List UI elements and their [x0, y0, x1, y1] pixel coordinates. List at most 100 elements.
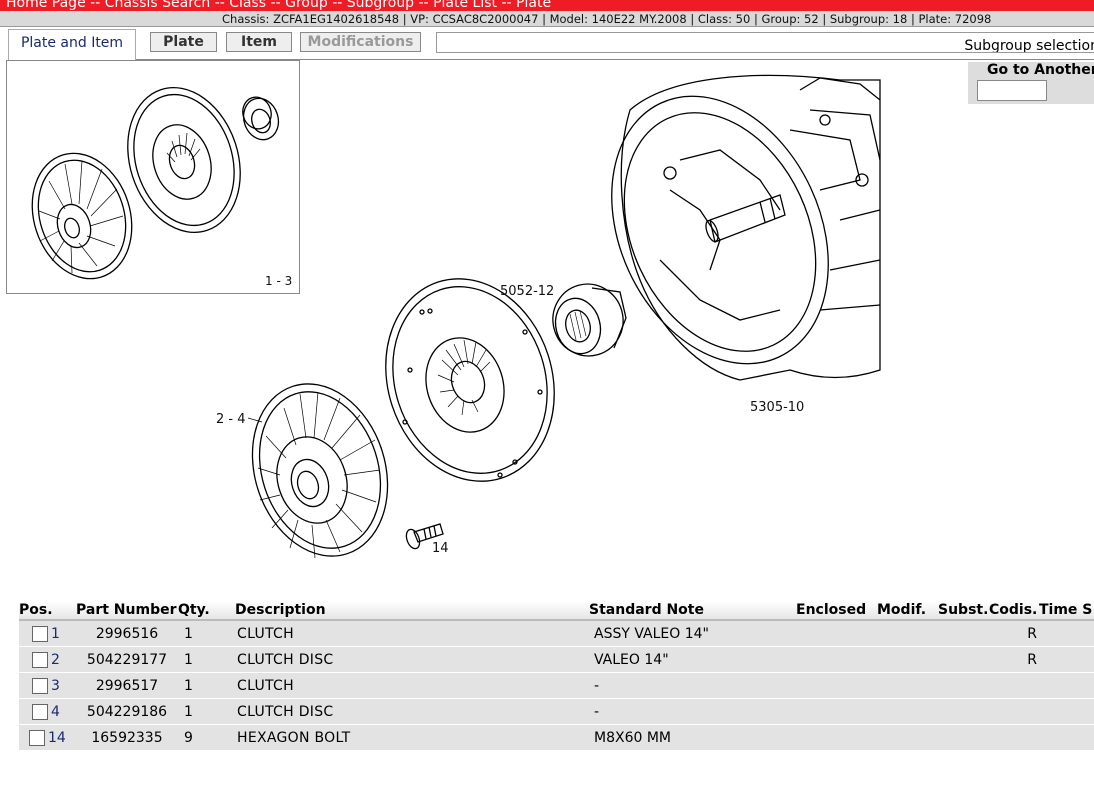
callout-5052-12: 5052-12 [500, 284, 554, 299]
row-pos[interactable]: 2 [51, 651, 60, 668]
row-enclosed [796, 619, 877, 647]
breadcrumb-class[interactable]: Class [229, 0, 267, 11]
row-modif [877, 619, 938, 647]
row-pos[interactable]: 14 [48, 729, 66, 746]
vehicle-info-text: Chassis: ZCFA1EG1402618548 | VP: CCSAC8C… [222, 12, 992, 26]
breadcrumb-home[interactable]: Home Page [6, 0, 86, 11]
header-subst: Subst. [938, 601, 989, 621]
row-subst [938, 724, 989, 750]
header-description: Description [227, 601, 589, 621]
row-standard-note: - [589, 672, 796, 699]
row-subst [938, 698, 989, 725]
go-to-another-panel: Go to Another [968, 62, 1094, 104]
modifications-button[interactable]: Modifications [300, 32, 421, 52]
row-qty: 1 [178, 619, 227, 647]
plate-button[interactable]: Plate [150, 32, 217, 52]
row-time [1039, 646, 1094, 673]
callout-14: 14 [432, 541, 449, 556]
row-subst [938, 646, 989, 673]
header-codis: Codis. [989, 601, 1039, 621]
header-enclosed: Enclosed [796, 601, 877, 621]
parts-table-header: Pos. Part Number Qty. Description Standa… [19, 601, 1094, 621]
tab-plate-and-item[interactable]: Plate and Item [8, 29, 136, 60]
breadcrumb-chassis-search[interactable]: Chassis Search [104, 0, 211, 11]
breadcrumb-subgroup[interactable]: Subgroup [346, 0, 415, 11]
table-row[interactable]: 14 16592335 9 HEXAGON BOLT M8X60 MM [19, 724, 1094, 750]
row-qty: 1 [178, 672, 227, 699]
row-codis [989, 698, 1039, 725]
row-select-checkbox[interactable] [32, 677, 48, 694]
row-time [1039, 724, 1094, 750]
subgroup-selection-label: Subgroup selection [964, 38, 1094, 53]
row-part-number: 16592335 [76, 724, 178, 750]
row-select-checkbox[interactable] [32, 651, 48, 668]
header-pos: Pos. [19, 601, 76, 621]
row-part-number: 504229186 [76, 698, 178, 725]
row-time [1039, 619, 1094, 647]
breadcrumb: Home Page -- Chassis Search -- Class -- … [6, 0, 551, 11]
row-enclosed [796, 724, 877, 750]
row-qty: 1 [178, 698, 227, 725]
thumbnail-label: 1 - 3 [265, 274, 292, 288]
row-pos[interactable]: 1 [51, 625, 60, 642]
row-modif [877, 724, 938, 750]
row-time [1039, 672, 1094, 699]
row-part-number: 2996516 [76, 619, 178, 647]
header-qty: Qty. [178, 601, 227, 621]
row-modif [877, 646, 938, 673]
row-select-checkbox[interactable] [32, 625, 48, 642]
vehicle-info-bar: Chassis: ZCFA1EG1402618548 | VP: CCSAC8C… [0, 11, 1094, 27]
row-part-number: 504229177 [76, 646, 178, 673]
row-subst [938, 672, 989, 699]
row-standard-note: ASSY VALEO 14" [589, 619, 796, 647]
row-qty: 1 [178, 646, 227, 673]
row-qty: 9 [178, 724, 227, 750]
table-row[interactable]: 2 504229177 1 CLUTCH DISC VALEO 14" R [19, 646, 1094, 673]
row-enclosed [796, 698, 877, 725]
subgroup-selection-field[interactable]: Subgroup selection [436, 32, 1094, 53]
tab-divider [136, 59, 1094, 60]
row-part-number: 2996517 [76, 672, 178, 699]
row-description: HEXAGON BOLT [227, 724, 589, 750]
go-to-another-input[interactable] [977, 80, 1047, 101]
row-time [1039, 698, 1094, 725]
table-row[interactable]: 1 2996516 1 CLUTCH ASSY VALEO 14" R [19, 619, 1094, 647]
breadcrumb-plate[interactable]: Plate [516, 0, 552, 11]
table-row[interactable]: 4 504229186 1 CLUTCH DISC - [19, 698, 1094, 725]
exploded-parts-drawing: 5052-12 5305-10 2 - 4 14 [216, 74, 881, 559]
parts-table: Pos. Part Number Qty. Description Standa… [19, 601, 1094, 750]
row-standard-note: VALEO 14" [589, 646, 796, 673]
row-standard-note: - [589, 698, 796, 725]
row-enclosed [796, 672, 877, 699]
row-description: CLUTCH DISC [227, 698, 589, 725]
row-pos[interactable]: 3 [51, 677, 60, 694]
row-pos[interactable]: 4 [51, 703, 60, 720]
header-modif: Modif. [877, 601, 938, 621]
row-subst [938, 619, 989, 647]
header-time: Time S [1039, 601, 1094, 621]
breadcrumb-plate-list[interactable]: Plate List [433, 0, 498, 11]
item-button[interactable]: Item [226, 32, 292, 52]
plate-thumbnail-drawing: 1 - 3 [31, 87, 292, 288]
row-description: CLUTCH DISC [227, 646, 589, 673]
row-enclosed [796, 646, 877, 673]
table-row[interactable]: 3 2996517 1 CLUTCH - [19, 672, 1094, 699]
header-part-number: Part Number [76, 601, 178, 621]
row-codis: R [989, 619, 1039, 647]
header-standard-note: Standard Note [589, 601, 796, 621]
row-select-checkbox[interactable] [29, 729, 45, 746]
go-to-another-label: Go to Another [987, 62, 1094, 78]
tab-row: Plate and Item Plate Item Modifications … [0, 27, 1094, 60]
row-description: CLUTCH [227, 672, 589, 699]
row-select-checkbox[interactable] [32, 703, 48, 720]
row-standard-note: M8X60 MM [589, 724, 796, 750]
row-codis [989, 724, 1039, 750]
plate-thumbnail[interactable]: 1 - 3 [6, 60, 300, 294]
row-description: CLUTCH [227, 619, 589, 647]
callout-5305-10: 5305-10 [750, 400, 804, 415]
row-codis [989, 672, 1039, 699]
row-codis: R [989, 646, 1039, 673]
callout-2-4: 2 - 4 [216, 412, 246, 427]
breadcrumb-bar: Home Page -- Chassis Search -- Class -- … [0, 0, 1094, 11]
breadcrumb-group[interactable]: Group [285, 0, 328, 11]
